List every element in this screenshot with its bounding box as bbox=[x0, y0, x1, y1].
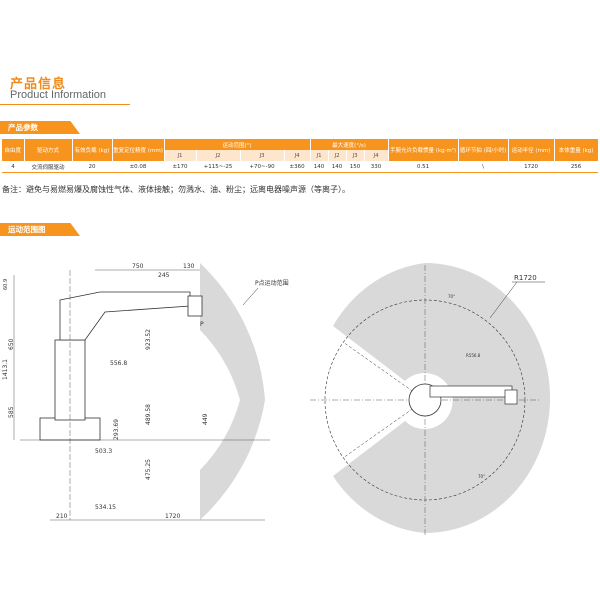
dim-245: 245 bbox=[158, 272, 170, 279]
dim-923: 923.52 bbox=[145, 329, 152, 350]
td-range-j4: ±360 bbox=[284, 161, 311, 173]
spec-table: 自由度 驱动方式 有效负载 (kg) 重复定位精度 (mm) 运动范围(°) 最… bbox=[2, 139, 599, 173]
td-range-j3: +70~-90 bbox=[240, 161, 284, 173]
th-range-j2: J2 bbox=[196, 150, 241, 161]
th-axes: 自由度 bbox=[2, 139, 25, 161]
remark-note: 备注：避免与易燃易爆及腐蚀性气体、液体接触；勿溅水、油、粉尘；远离电器噪声源（等… bbox=[2, 185, 350, 194]
th-speed-j4: J4 bbox=[364, 150, 389, 161]
td-speed-j2: 140 bbox=[328, 161, 347, 173]
dim-1720: 1720 bbox=[165, 513, 180, 520]
th-inertia: 手腕允许负载惯量 (kg·m²) bbox=[388, 139, 459, 161]
th-cycle: 循环节拍 (回/小时) bbox=[458, 139, 509, 161]
r556-label: R556.8 bbox=[466, 353, 481, 358]
dim-130: 130 bbox=[183, 263, 195, 270]
p-range-label: P点运动范围 bbox=[255, 279, 289, 287]
td-drive: 交流伺服驱动 bbox=[24, 161, 72, 173]
dim-556-8: 556.8 bbox=[110, 360, 127, 367]
dim-534-15: 534.15 bbox=[95, 504, 116, 511]
dim-210: 210 bbox=[56, 513, 68, 520]
dim-475: 475.25 bbox=[145, 459, 152, 480]
angle-line-bottom bbox=[342, 399, 426, 459]
dim-750: 750 bbox=[132, 263, 144, 270]
td-reach: 1720 bbox=[508, 161, 555, 173]
th-speed-j1: J1 bbox=[310, 150, 329, 161]
robot-arm-side bbox=[59, 291, 191, 341]
th-range-j1: J1 bbox=[164, 150, 197, 161]
th-payload: 有效负载 (kg) bbox=[72, 139, 113, 161]
r1720-label: R1720 bbox=[514, 274, 537, 282]
th-range-j4: J4 bbox=[284, 150, 311, 161]
dim-449: 449 bbox=[202, 413, 209, 425]
td-speed-j1: 140 bbox=[310, 161, 329, 173]
angle-label-top: 70° bbox=[448, 294, 455, 299]
th-range: 运动范围(°) bbox=[164, 139, 311, 150]
title-divider bbox=[0, 104, 130, 105]
th-speed-j3: J3 bbox=[346, 150, 365, 161]
th-speed: 最大速度(°/s) bbox=[310, 139, 389, 150]
th-range-j3: J3 bbox=[240, 150, 285, 161]
robot-wrist-top bbox=[504, 389, 518, 405]
top-range-envelope bbox=[333, 262, 551, 533]
dim-585: 585 bbox=[8, 406, 15, 418]
td-cycle: \ bbox=[458, 161, 509, 173]
td-inertia: 0.51 bbox=[388, 161, 459, 173]
r1720-leader bbox=[489, 281, 518, 319]
td-range-j1: ±170 bbox=[164, 161, 196, 173]
p-range-leader bbox=[242, 287, 259, 306]
th-drive: 驱动方式 bbox=[24, 139, 73, 161]
robot-wrist-side bbox=[187, 295, 203, 317]
p-point-label: P bbox=[200, 321, 204, 328]
th-speed-j2: J2 bbox=[328, 150, 347, 161]
th-weight: 本体重量 (kg) bbox=[554, 139, 599, 161]
robot-base-side bbox=[39, 417, 101, 441]
dim-489: 489.58 bbox=[145, 404, 152, 425]
td-speed-j3: 150 bbox=[346, 161, 365, 173]
robot-arm-top bbox=[429, 385, 513, 398]
dim-650: 650 bbox=[8, 338, 15, 350]
angle-line-top bbox=[342, 341, 426, 401]
dim-60-9: 60.9 bbox=[3, 279, 9, 290]
dim-1413: 1413.1 bbox=[2, 359, 9, 380]
table-subheader-row: J1 J2 J3 J4 J1 J2 J3 J4 bbox=[2, 150, 598, 161]
tab-product-params: 产品参数 bbox=[0, 121, 80, 134]
table-row: 4 交流伺服驱动 20 ±0.08 ±170 +115~-25 +70~-90 … bbox=[2, 161, 599, 173]
section-title-cn: 产品信息 bbox=[10, 77, 67, 92]
tab-motion-range: 运动范围图 bbox=[0, 223, 80, 236]
td-repeat: ±0.08 bbox=[112, 161, 164, 173]
td-speed-j4: 330 bbox=[364, 161, 389, 173]
section-title-en: Product Information bbox=[10, 89, 106, 101]
dim-503-3: 503.3 bbox=[95, 448, 112, 455]
td-payload: 20 bbox=[72, 161, 112, 173]
side-range-envelope bbox=[200, 263, 265, 520]
td-range-j2: +115~-25 bbox=[196, 161, 240, 173]
td-weight: 256 bbox=[554, 161, 599, 173]
th-reach: 运动半径 (mm) bbox=[508, 139, 555, 161]
dim-293: 293.69 bbox=[113, 419, 120, 440]
angle-label-bottom: 70° bbox=[478, 474, 485, 479]
td-axes: 4 bbox=[2, 161, 24, 173]
th-repeat: 重复定位精度 (mm) bbox=[112, 139, 165, 161]
table-header-row: 自由度 驱动方式 有效负载 (kg) 重复定位精度 (mm) 运动范围(°) 最… bbox=[2, 139, 599, 161]
